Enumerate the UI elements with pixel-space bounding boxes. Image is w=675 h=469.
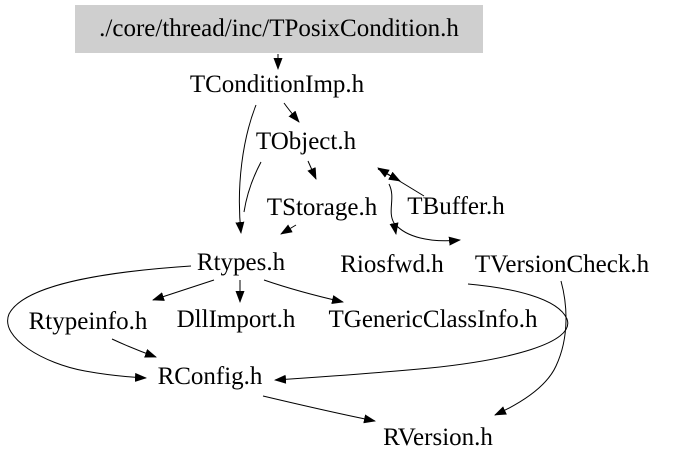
edge-tversioncheck-to-rversion <box>494 280 567 416</box>
node-tbuffer[interactable]: TBuffer.h <box>407 193 505 220</box>
edge-tobject-to-tversioncheck <box>394 223 461 246</box>
edge-tconditionimp-to-tobject <box>283 102 300 123</box>
node-rtypeinfo[interactable]: Rtypeinfo.h <box>28 308 148 335</box>
node-riosfwd[interactable]: Riosfwd.h <box>340 251 444 278</box>
root-node-label: ./core/thread/inc/TPosixCondition.h <box>99 15 459 42</box>
edge-tobject-to-tstorage <box>307 160 317 180</box>
edge-rtypes-to-rtypeinfo <box>152 279 215 301</box>
node-tobject[interactable]: TObject.h <box>255 128 357 155</box>
edge-tobject-to-riosfwd <box>388 183 399 235</box>
edge-tconditionimp-to-rtypes <box>235 104 257 234</box>
node-rconfig[interactable]: RConfig.h <box>157 363 263 390</box>
edge-rtypeinfo-to-rconfig <box>111 338 157 358</box>
edge-rtypes-to-tgenericclassinfo <box>263 279 344 304</box>
edge-tobject-to-rtypes <box>243 161 262 213</box>
edge-tbuffer-to-tobject <box>377 167 425 197</box>
node-tstorage[interactable]: TStorage.h <box>266 194 378 221</box>
edge-tobject-to-tbuffer <box>377 168 401 182</box>
edge-tversioncheck-to-rconfig <box>274 283 569 384</box>
edge-rtypes-to-rconfig <box>7 265 192 382</box>
node-rtypes[interactable]: Rtypes.h <box>196 249 286 276</box>
node-dllimport[interactable]: DllImport.h <box>176 306 296 333</box>
edge-rconfig-to-rversion <box>262 395 376 424</box>
node-tgenericclassinfo[interactable]: TGenericClassInfo.h <box>328 306 538 333</box>
edge-tstorage-to-rtypes <box>280 224 297 235</box>
node-rversion[interactable]: RVersion.h <box>383 424 493 451</box>
node-tversioncheck[interactable]: TVersionCheck.h <box>474 251 650 278</box>
node-tposixcondition-root: ./core/thread/inc/TPosixCondition.h <box>75 5 483 53</box>
node-tconditionimp[interactable]: TConditionImp.h <box>189 71 365 98</box>
